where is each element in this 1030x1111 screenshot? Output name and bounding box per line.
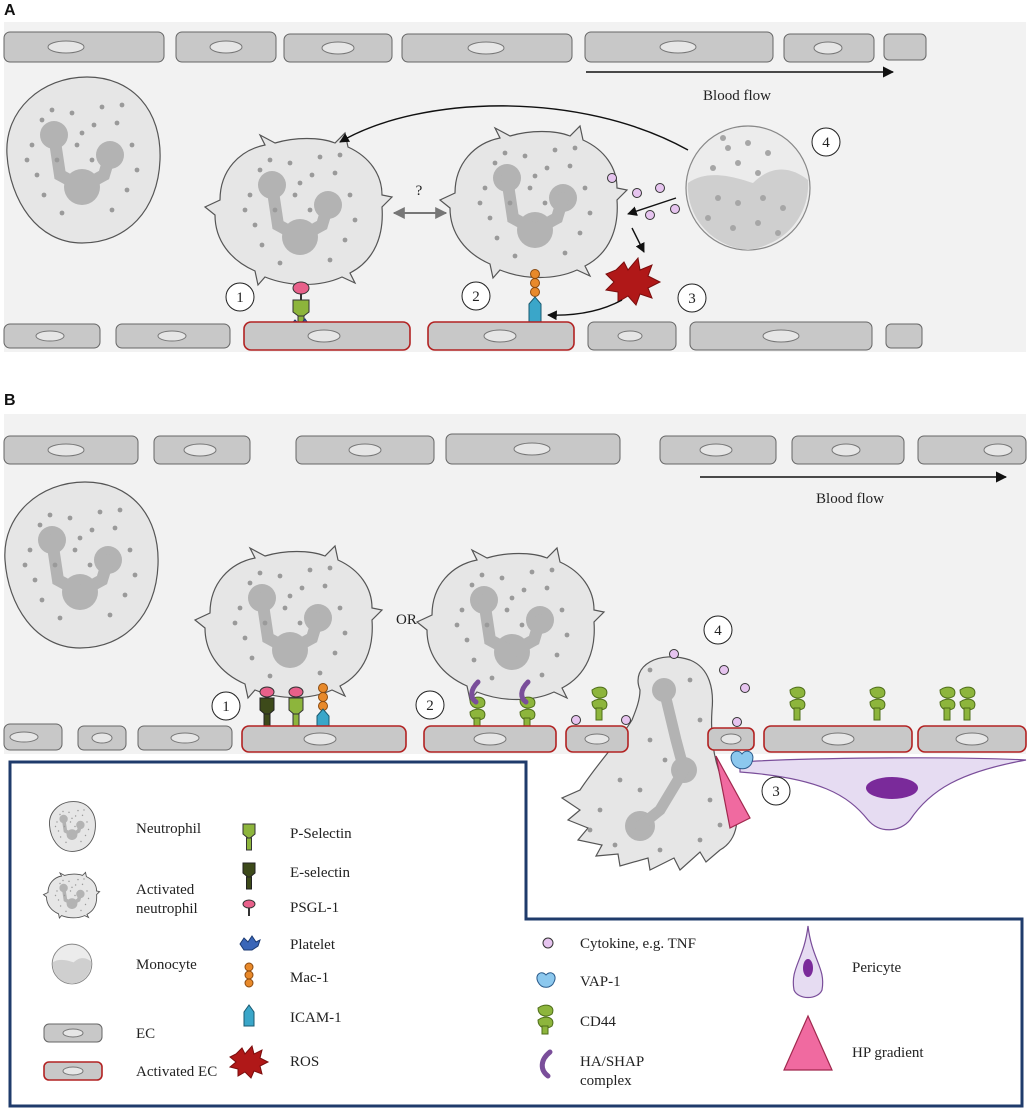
vap1-icon [536,972,556,988]
blood-flow-label-b: Blood flow [816,491,884,507]
arrow-ros-to-icam [547,299,623,321]
platelet-icon [239,935,261,951]
activated-neutrophil-1a [203,131,394,287]
step-4b: 4 [714,623,722,639]
arrow-neutrophil-to-ros [631,227,645,253]
legend-label-monocyte: Monocyte [136,957,197,973]
arrow-cytokine-to-neutrophil [627,197,677,216]
ros-icon [228,1044,270,1079]
monocyte-icon [51,943,93,985]
legend-label-pericyte: Pericyte [852,960,901,976]
activated-neutrophil-2a [438,124,629,280]
step-markers-b: 1 2 3 4 [211,615,791,806]
ha-shap-icon [539,1049,553,1079]
step-markers-a: 1 2 3 4 [225,127,841,313]
legend-label-e-selectin: E-selectin [290,865,350,881]
legend-label-neutrophil: Neutrophil [136,821,201,837]
neutrophil-free-a [6,76,161,244]
activated-neutrophil-2b [415,546,606,702]
legend-label-ros: ROS [290,1054,319,1070]
hp-gradient-icon [783,1014,833,1071]
step-1a: 1 [236,290,244,306]
legend-label-cytokine: Cytokine, e.g. TNF [580,936,696,952]
blood-flow-label-a: Blood flow [703,88,771,104]
ec-row-top-b [3,433,1027,465]
activated-neutrophil-icon [42,871,101,919]
activated-ec-icon [43,1061,103,1081]
legend-label-hp-gradient: HP gradient [852,1045,924,1061]
icam1-icon [243,1004,255,1027]
legend-label-psgl1: PSGL-1 [290,900,339,916]
migrating-neutrophil-b [560,656,738,871]
legend-label-p-selectin: P-Selectin [290,826,352,842]
cytokines-a [607,173,680,220]
neutrophil-free-b [4,481,159,649]
panel-b-letter: B [4,392,16,409]
step-2a: 2 [472,289,480,305]
mac1-icon [244,962,254,988]
ros-a [604,256,662,306]
ec-row-top-a [3,31,927,63]
legend-label-icam1: ICAM-1 [290,1010,342,1026]
p-selectin-icon [242,823,256,851]
ec-icon [43,1023,103,1043]
e-selectin-icon [242,862,256,890]
step-3a: 3 [688,291,696,307]
or-label: OR [396,612,417,628]
adhesion-complex-2a [528,269,542,324]
ec-row-bottom-a [3,321,923,351]
pericyte-b [739,757,1027,831]
legend-box [8,760,1024,1108]
cytokines-b [571,649,750,727]
step-4a: 4 [822,135,830,151]
step-3b: 3 [772,784,780,800]
step-2b: 2 [426,698,434,714]
legend-label-mac1: Mac-1 [290,970,329,986]
vap1-b [730,750,754,770]
question-mark: ? [416,183,423,199]
monocyte-a [685,125,811,251]
neutrophil-icon [49,801,96,852]
adhesion-complexes-1b [259,683,330,730]
cd44-icon [537,1004,554,1035]
legend-label-cd44: CD44 [580,1014,616,1030]
activated-neutrophil-1b [193,544,384,700]
cytokine-icon [542,937,554,949]
arrow-monocyte-to-neutrophil [339,105,689,151]
ec-row-bottom-b [3,723,1027,753]
psgl1-icon [242,899,256,916]
legend-label-platelet: Platelet [290,937,336,953]
legend-label-vap1: VAP-1 [580,974,621,990]
legend-label-ec: EC [136,1026,155,1042]
panel-a-letter: A [4,2,16,19]
hp-gradient-b [715,755,751,829]
legend-label-activated-ec: Activated EC [136,1064,217,1080]
step-1b: 1 [222,699,230,715]
pericyte-icon [792,925,824,999]
cd44-group-b [469,679,976,731]
